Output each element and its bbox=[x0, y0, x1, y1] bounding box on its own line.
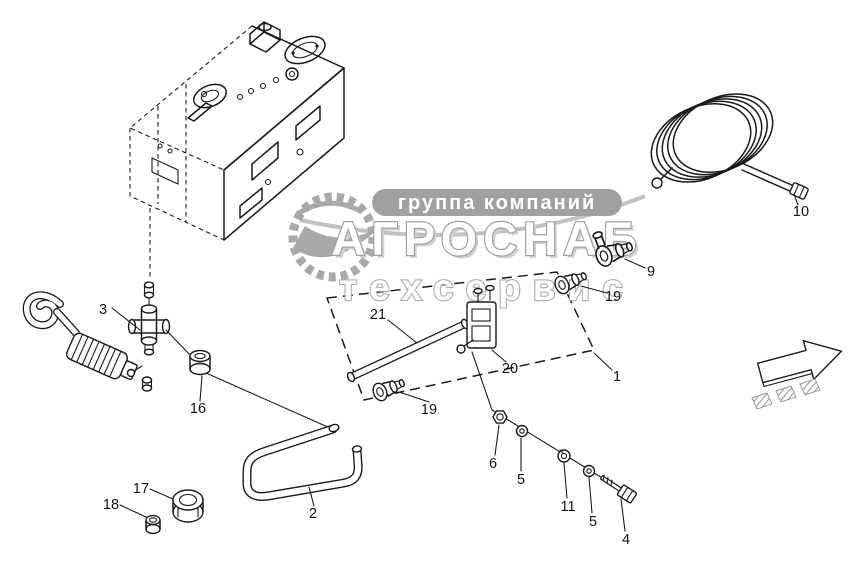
elbow-fitting-part-9 bbox=[592, 231, 637, 270]
watermark-banner bbox=[372, 189, 622, 216]
watermark-title-shadow: АГРОСНАБ bbox=[334, 215, 645, 268]
watermark-title: АГРОСНАБ bbox=[331, 212, 642, 265]
arrow-hatch-stripes bbox=[751, 378, 821, 410]
part-label-9: 9 bbox=[647, 264, 655, 280]
leader-lines bbox=[111, 196, 799, 532]
part-label-5-second: 5 bbox=[589, 514, 597, 530]
fastener-set bbox=[471, 351, 638, 504]
part-labels: 3 16 17 18 2 21 19 20 1 19 9 10 6 5 11 5… bbox=[99, 204, 809, 548]
part-label-21: 21 bbox=[370, 307, 386, 323]
washer-part-5-second bbox=[582, 464, 596, 478]
part-label-10: 10 bbox=[793, 204, 809, 220]
watermark: группа компаний АГРОСНАБ АГРОСНАБ техсер… bbox=[288, 189, 646, 309]
machine-block-drawing bbox=[128, 21, 345, 241]
part-label-4: 4 bbox=[622, 532, 630, 548]
lock-washer-part-11 bbox=[557, 449, 571, 463]
part-label-3: 3 bbox=[99, 302, 107, 318]
nut-part-17 bbox=[172, 489, 204, 523]
watermark-logo bbox=[288, 192, 380, 282]
part-label-11: 11 bbox=[560, 499, 575, 515]
fitting-part-19-lower bbox=[369, 373, 408, 404]
pigtail-hose bbox=[22, 291, 80, 337]
nut-part-6 bbox=[492, 410, 508, 424]
part-label-5-first: 5 bbox=[517, 472, 525, 488]
tee-fitting-part-3 bbox=[127, 208, 192, 357]
bolt-part-4 bbox=[599, 474, 638, 504]
cap-part-18 bbox=[145, 514, 161, 535]
part-label-1: 1 bbox=[613, 369, 621, 385]
knurled-adapter bbox=[66, 332, 138, 381]
part-label-16: 16 bbox=[190, 401, 206, 417]
washer-part-5-first bbox=[515, 424, 529, 438]
coiled-hose-part-10 bbox=[650, 93, 809, 200]
bent-pipe-part-2 bbox=[242, 423, 363, 501]
part-label-18: 18 bbox=[103, 497, 119, 513]
part-label-2: 2 bbox=[309, 506, 317, 522]
part-label-20: 20 bbox=[502, 361, 518, 377]
part-label-17: 17 bbox=[133, 481, 149, 497]
part-label-19-upper: 19 bbox=[605, 289, 621, 305]
part-label-19-lower: 19 bbox=[421, 402, 437, 418]
small-fitting-left bbox=[126, 365, 153, 392]
part-label-6: 6 bbox=[489, 456, 497, 472]
bracket-part-20 bbox=[456, 284, 497, 354]
watermark-banner-text: группа компаний bbox=[398, 192, 597, 214]
tube-part-21 bbox=[346, 318, 470, 383]
nut-part-16 bbox=[189, 349, 331, 429]
